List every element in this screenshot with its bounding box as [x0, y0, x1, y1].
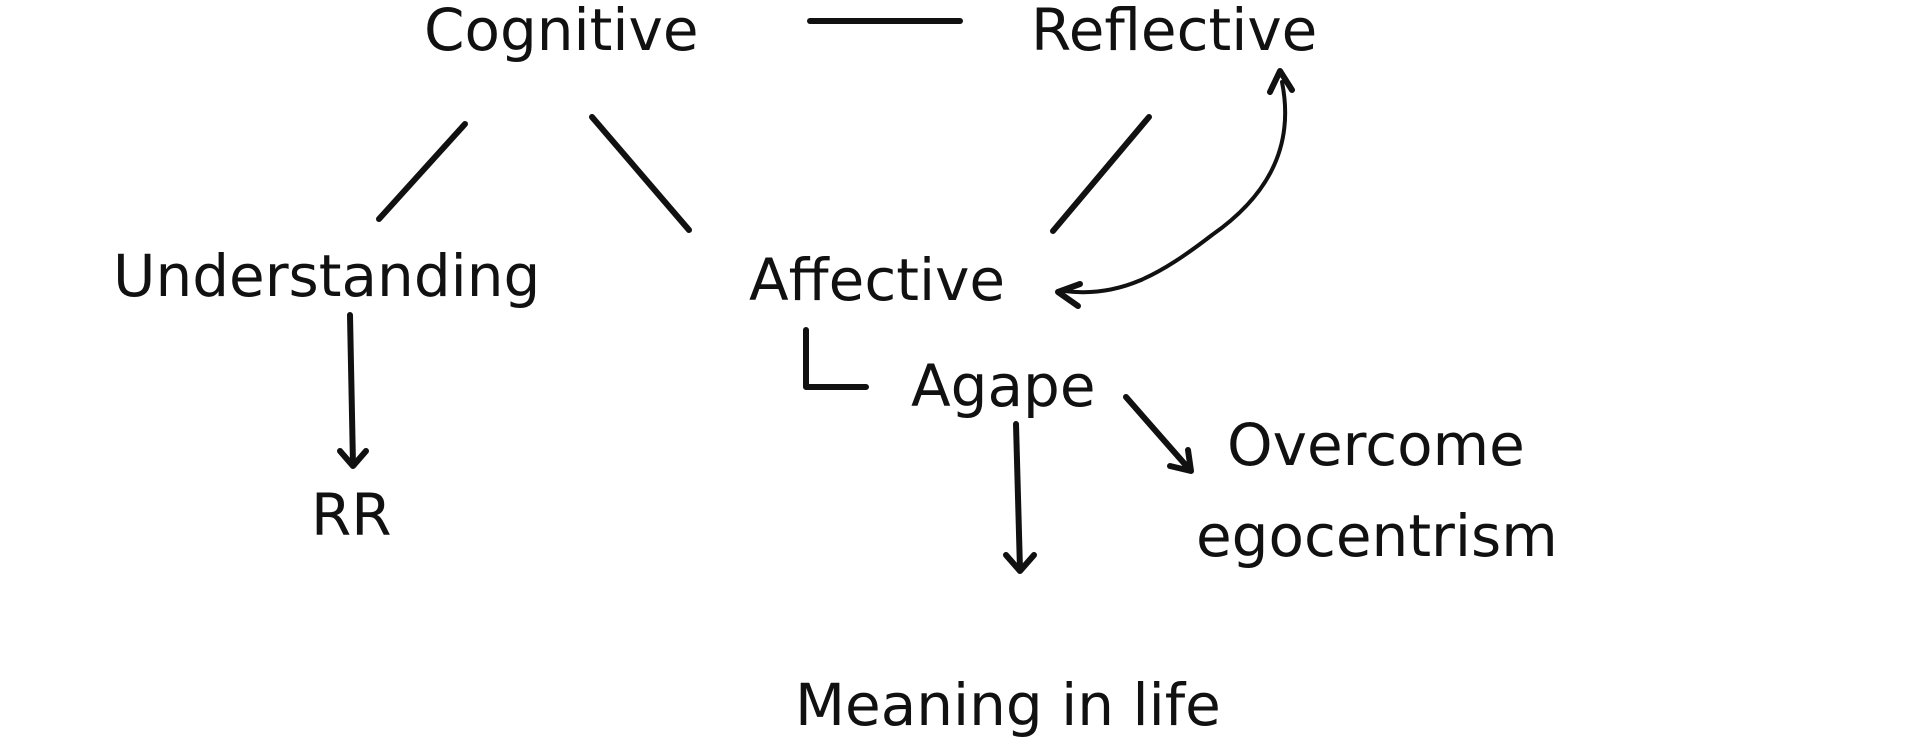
link-affective-agape-bracket [803, 327, 869, 390]
link-cognitive-understanding [376, 121, 468, 222]
arrow-affective-reflective-bidirectional [1055, 68, 1295, 309]
arrow-agape-to-meaning [1003, 421, 1037, 574]
arrow-agape-to-overcome-egocentrism [1123, 394, 1194, 474]
node-agape: Agape [911, 352, 1096, 420]
link-cognitive-affective [589, 114, 692, 233]
node-overcome-egocentrism-line1: Overcome [1227, 411, 1525, 479]
node-cognitive: Cognitive [424, 0, 699, 64]
link-reflective-affective [1050, 114, 1152, 234]
node-overcome-egocentrism-line2: egocentrism [1196, 502, 1558, 570]
node-reflective: Reflective [1031, 0, 1317, 64]
node-understanding: Understanding [113, 242, 540, 310]
arrow-understanding-to-rr [337, 312, 369, 469]
node-affective: Affective [749, 246, 1005, 314]
node-rr: RR [311, 481, 392, 549]
node-meaning-in-life: Meaning in life [795, 671, 1221, 739]
